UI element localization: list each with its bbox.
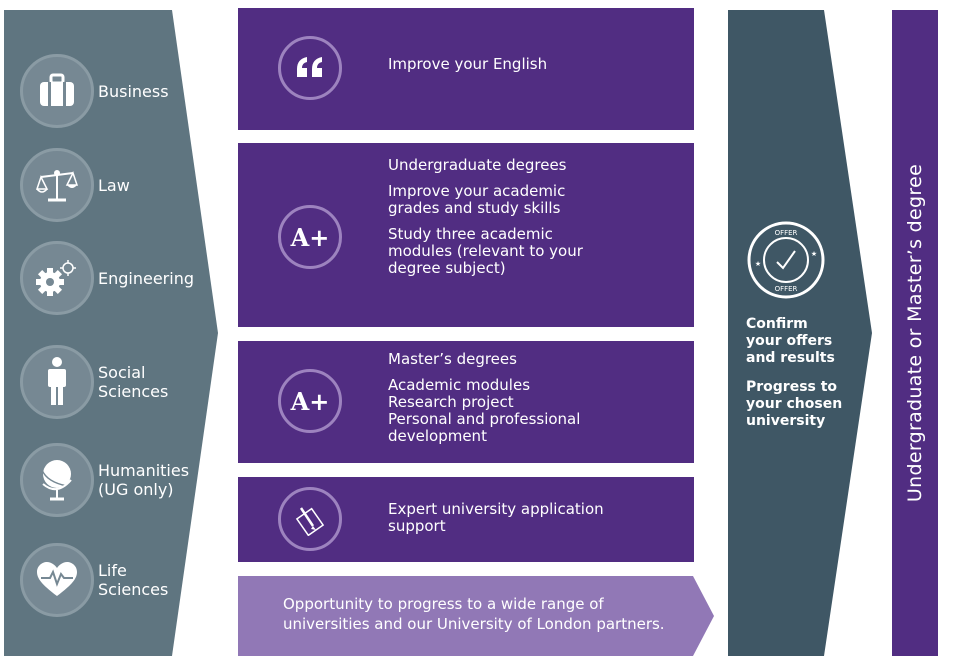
gears-icon (20, 241, 94, 315)
offer-badge-bottom: OFFER (775, 285, 798, 293)
scales-icon (20, 148, 94, 222)
masters-item: Personal and professional development (388, 410, 581, 445)
masters-item: Academic modules (388, 376, 531, 394)
subject-engineering: Engineering (18, 241, 218, 321)
confirm-text: Confirm your offers and results (746, 316, 835, 366)
subject-label: Law (98, 175, 130, 195)
undergrad-item: Improve your academic grades and study s… (388, 182, 566, 217)
person-icon (20, 345, 94, 419)
grade-icon: A+ (278, 369, 342, 433)
svg-text:★: ★ (755, 260, 761, 268)
heartbeat-icon (20, 543, 94, 617)
offer-badge-top: OFFER (775, 229, 798, 237)
undergrad-title: Undergraduate degrees (388, 156, 567, 174)
quote-icon (278, 36, 342, 100)
destination-label: Undergraduate or Master’s degree (892, 10, 938, 656)
progress-text: Progress to your chosen university (746, 379, 843, 429)
box-support: Expert university application support (238, 477, 694, 562)
offer-badge-icon: OFFER OFFER ★ ★ (746, 220, 826, 300)
subject-label: Business (98, 81, 169, 101)
support-text: Expert university application support (388, 500, 604, 535)
grade-icon-text: A+ (290, 222, 330, 252)
grade-icon: A+ (278, 205, 342, 269)
opportunity-text: Opportunity to progress to a wide range … (283, 595, 665, 633)
box-undergraduate: A+ Undergraduate degrees Improve your ac… (238, 143, 694, 327)
offer-text: Confirm your offers and results Progress… (746, 316, 856, 442)
subject-business: Business (18, 54, 218, 134)
subject-label: Social Sciences (98, 363, 169, 401)
box-english: Improve your English (238, 8, 694, 130)
pen-paper-icon (278, 487, 342, 551)
destination-text: Undergraduate or Master’s degree (904, 163, 927, 503)
masters-title: Master’s degrees (388, 350, 517, 368)
subject-label: Engineering (98, 268, 194, 288)
english-text: Improve your English (388, 55, 548, 73)
subject-humanities: Humanities (UG only) (18, 443, 218, 523)
offer-chevron (728, 10, 872, 656)
globe-icon (20, 443, 94, 517)
briefcase-icon (20, 54, 94, 128)
destination-bar (892, 10, 938, 656)
subject-social-sciences: Social Sciences (18, 345, 218, 425)
box-masters: A+ Master’s degrees Academic modules Res… (238, 341, 694, 463)
grade-icon-text: A+ (290, 386, 330, 416)
subject-label: Humanities (UG only) (98, 461, 190, 499)
masters-item: Research project (388, 393, 514, 411)
opportunity-arrow (238, 576, 714, 656)
subject-label: Life Sciences (98, 561, 169, 599)
undergrad-item: Study three academic modules (relevant t… (388, 225, 583, 277)
svg-text:★: ★ (811, 250, 817, 258)
subject-life-sciences: Life Sciences (18, 543, 218, 623)
subject-law: Law (18, 148, 218, 228)
